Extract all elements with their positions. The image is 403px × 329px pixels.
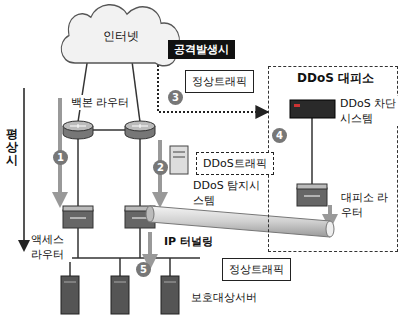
callout-number: 1 <box>53 150 68 165</box>
node-text: 정상트래픽 <box>192 74 247 89</box>
traffic-box: 정상트래픽 <box>185 70 254 93</box>
shelter-zone: DDoS 대피소 <box>268 66 398 252</box>
node-text: DDoS 대피소 <box>295 70 376 87</box>
callout-number: 2 <box>153 160 168 175</box>
node-text: 공격발생시 <box>174 42 229 57</box>
traffic-box: 정상트래픽 <box>222 258 291 281</box>
device-label: 액세스 라우터 <box>30 232 72 262</box>
event-tag: 공격발생시 <box>168 40 235 59</box>
traffic-box: DDoS트래픽 <box>196 152 274 175</box>
tunnel-label: IP 터널링 <box>163 234 214 249</box>
device-label: 대피소 라우터 <box>340 190 394 220</box>
device-label: DDoS 차단시스템 <box>339 96 399 126</box>
vertical-label: 평상시 <box>5 128 19 168</box>
callout-number: 4 <box>272 128 287 143</box>
callout-number: 3 <box>168 90 183 105</box>
traffic-arrow <box>158 65 268 112</box>
device-label: DDoS 탐지시스템 <box>192 178 264 208</box>
device-label: 보호대상서버 <box>190 290 258 305</box>
node-text: 정상트래픽 <box>229 262 284 277</box>
node-text: DDoS트래픽 <box>203 156 267 171</box>
callout-number: 5 <box>136 262 151 277</box>
device-label: 백본 라우터 <box>70 95 131 110</box>
